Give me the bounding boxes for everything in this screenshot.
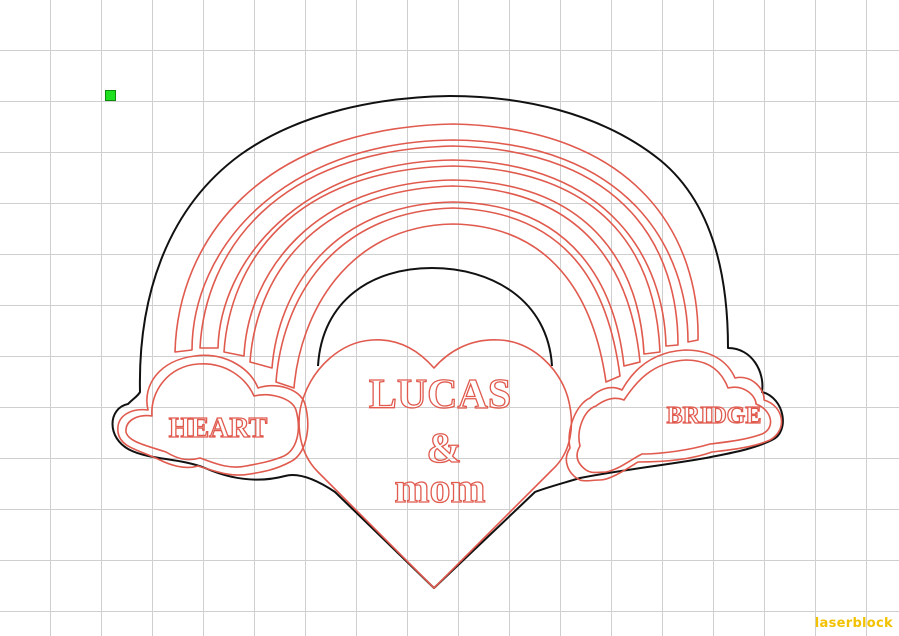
left-cloud: [117, 354, 309, 476]
outer-outline: [111, 95, 784, 589]
heart-shape: [298, 339, 573, 589]
laserblock-logo: laserblock: [814, 616, 893, 631]
heart-line-2: &: [427, 426, 462, 472]
heart-line-1: LUCAS: [369, 372, 511, 418]
right-cloud: [565, 349, 783, 482]
selection-handle-icon[interactable]: [105, 90, 116, 101]
rainbow-band-1: [174, 123, 699, 353]
right-cloud-label: BRIDGE: [667, 403, 762, 429]
rainbow-band-4: [249, 185, 641, 369]
left-cloud-inner: [125, 363, 300, 468]
inner-dome-outline: [317, 267, 553, 367]
heart-line-3: mom: [395, 466, 486, 512]
rainbow-band-2: [199, 145, 679, 349]
right-cloud-inner: [576, 359, 772, 474]
rainbow-band-3: [223, 165, 661, 357]
left-cloud-label: HEART: [169, 413, 268, 444]
rainbow-band-5: [275, 207, 621, 389]
